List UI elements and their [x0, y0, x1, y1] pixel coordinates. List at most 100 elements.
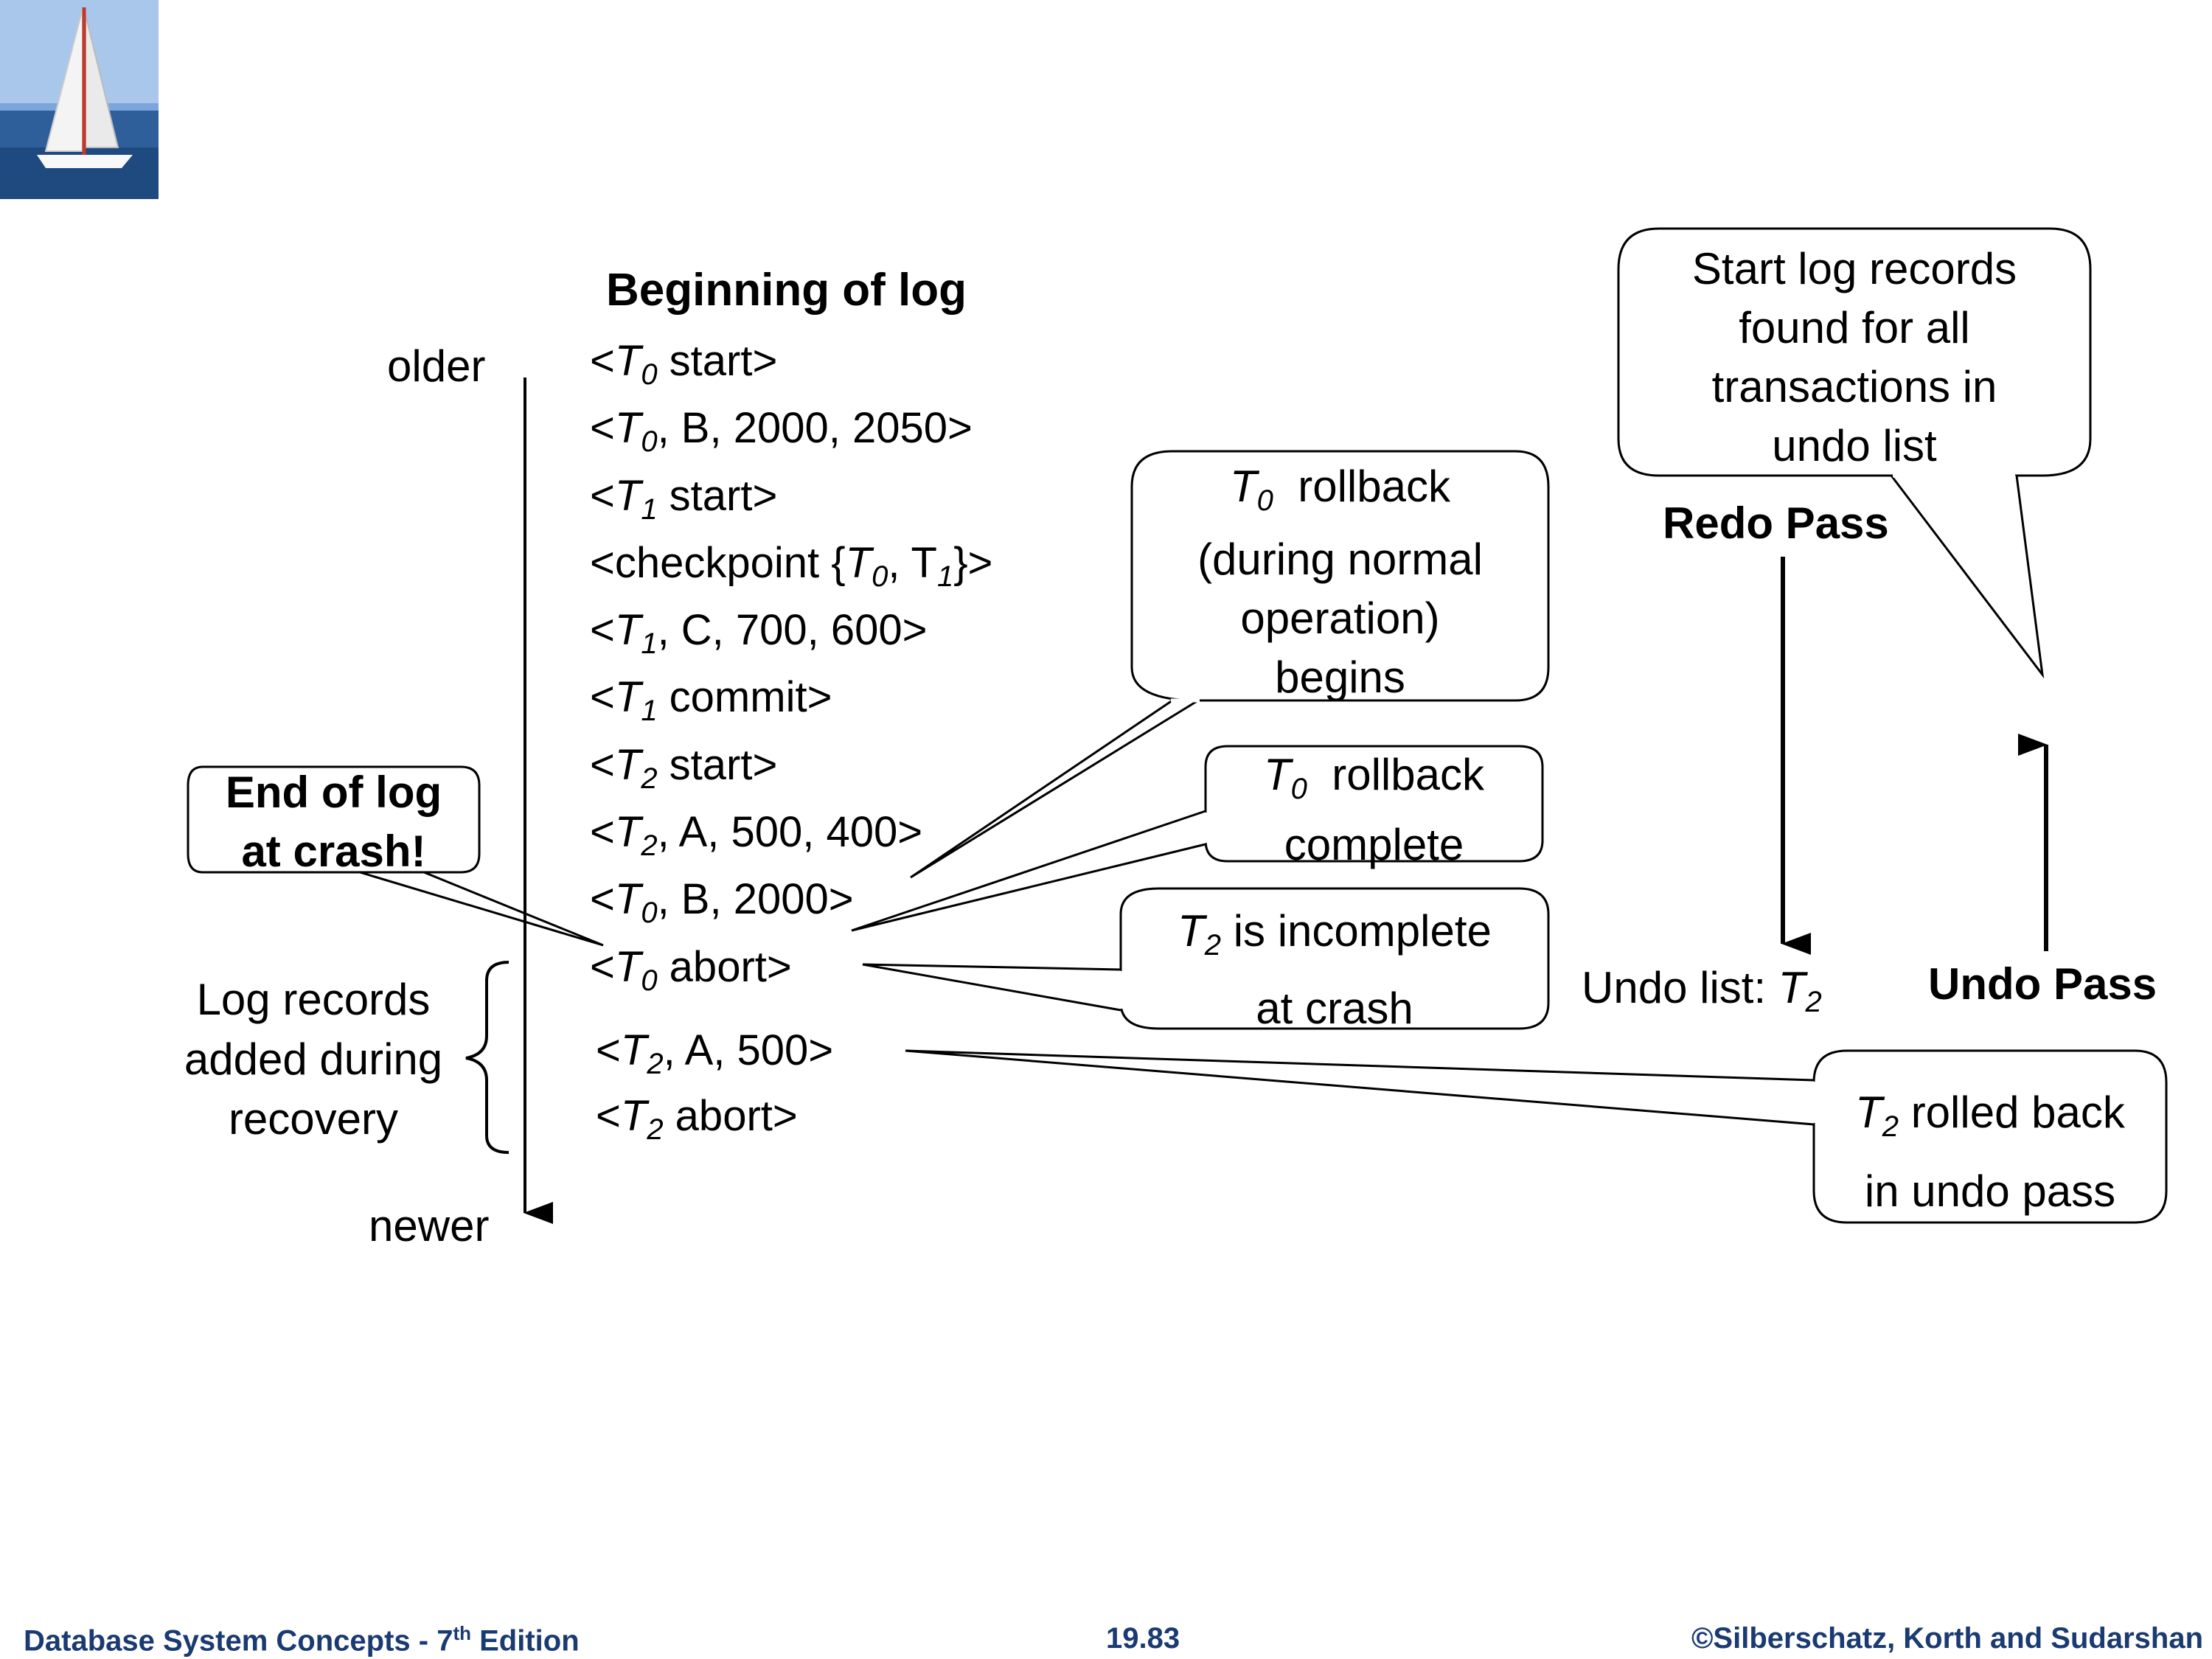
log-record: <T2, A, 500>	[596, 1018, 833, 1083]
log-record-pre: <	[596, 1026, 621, 1074]
log-record-sub: 1	[641, 695, 658, 728]
rollback-begins-T: T	[1230, 462, 1257, 511]
log-record-post: abort>	[657, 942, 792, 991]
footer-copyright: ©Silberschatz, Korth and Sudarshan	[1691, 1622, 2203, 1655]
rollback-complete-bubble	[1204, 745, 1544, 863]
t2-incomplete-sub: 2	[1204, 929, 1222, 961]
log-record: <T0 abort>	[590, 933, 992, 1001]
log-record-T: T	[614, 673, 641, 722]
log-record: <T2, A, 500, 400>	[590, 799, 992, 866]
t2-rolled-back-pointer	[905, 1049, 1815, 1126]
log-record-pre: <	[590, 740, 615, 789]
start-records-line1: Start log records	[1691, 244, 2017, 293]
log-record-T: T	[620, 1026, 647, 1074]
log-record-post: commit>	[657, 673, 832, 722]
log-record-pre: <checkpoint {	[590, 538, 846, 587]
end-of-log-bubble	[187, 765, 481, 874]
rollback-begins-text: T0 rollback (during normal operation) be…	[1132, 457, 1548, 707]
recovery-label-line1: Log records	[196, 975, 431, 1024]
log-record-pre: <	[590, 673, 615, 722]
t2-rolled-back-line2: in undo pass	[1864, 1166, 2116, 1216]
log-record: <T2 abort>	[596, 1083, 833, 1149]
older-label: older	[387, 341, 486, 391]
log-record-T: T	[614, 740, 641, 789]
log-record-pre: <	[596, 1092, 621, 1140]
start-records-line3: transactions in	[1711, 362, 1997, 411]
rollback-complete-line1: rollback	[1307, 750, 1484, 799]
t2-incomplete-line1: is incomplete	[1221, 906, 1492, 956]
t2-rolled-back-text: T2 rolled back in undo pass	[1814, 1080, 2166, 1223]
footer-book-title: Database System Concepts - 7	[24, 1624, 453, 1658]
log-record-sub: 0	[641, 425, 658, 459]
log-record-pre: <	[590, 942, 615, 991]
rollback-begins-line3: operation)	[1240, 594, 1440, 643]
rollback-begins-bubble	[1130, 450, 1550, 702]
newer-label: newer	[369, 1201, 490, 1251]
sailboat-logo	[0, 0, 159, 199]
t2-rolled-back-sub: 2	[1882, 1110, 1899, 1143]
start-records-line2: found for all	[1739, 303, 1970, 352]
log-record-sub: 0	[641, 897, 658, 930]
rollback-complete-sub: 0	[1290, 773, 1307, 805]
rollback-complete-text: T0 rollback complete	[1206, 747, 1543, 872]
log-record: <T0, B, 2000, 2050>	[590, 394, 992, 462]
log-record-pre: <	[590, 471, 615, 520]
log-record-pre: <	[590, 337, 615, 385]
log-record-sub: 1	[641, 493, 658, 526]
rollback-begins-line1: rollback	[1273, 462, 1450, 511]
log-record-post: , A, 500, 400>	[657, 808, 923, 857]
log-record-T: T	[614, 808, 641, 857]
rollback-begins-pointer	[910, 699, 1199, 879]
end-of-log-pointer	[359, 871, 604, 947]
log-record-sub: 2	[641, 830, 658, 863]
end-of-log-line1: End of log	[225, 768, 442, 817]
t2-incomplete-pointer	[862, 963, 1121, 1012]
log-record-post: start>	[657, 740, 778, 789]
end-of-log-line2: at crash!	[241, 827, 426, 876]
log-record-sub: 2	[641, 762, 658, 795]
t2-rolled-back-line1: rolled back	[1899, 1088, 2125, 1137]
t2-incomplete-bubble	[1119, 887, 1550, 1030]
log-record-post: , C, 700, 600>	[657, 606, 928, 655]
log-record: <T0, B, 2000>	[590, 866, 992, 933]
footer-left: Database System Concepts - 7th Edition	[24, 1622, 580, 1658]
log-record-T: T	[614, 875, 641, 924]
log-record-post: , T	[888, 538, 937, 587]
rollback-complete-line2: complete	[1284, 820, 1464, 869]
rollback-begins-line4: begins	[1275, 653, 1405, 702]
log-record-post: abort>	[663, 1092, 798, 1140]
log-record-pre: <	[590, 606, 615, 655]
recovery-brace	[465, 961, 509, 1154]
log-record-sub2: 1	[936, 560, 954, 593]
recovery-brace-label: Log records added during recovery	[159, 970, 468, 1149]
footer-sup: th	[453, 1622, 471, 1644]
start-records-bubble	[1617, 227, 2092, 477]
log-records-list: <T0 start><T0, B, 2000, 2050><T1 start><…	[590, 327, 992, 1001]
log-record-sub: 2	[647, 1113, 664, 1146]
log-record: <T1 commit>	[590, 664, 992, 731]
log-record-sub: 0	[872, 560, 888, 593]
log-record-T: T	[614, 337, 641, 385]
rollback-begins-sub: 0	[1256, 484, 1273, 517]
rollback-complete-T: T	[1264, 750, 1291, 799]
log-record-T: T	[614, 404, 641, 453]
log-record: <T1, C, 700, 600>	[590, 597, 992, 664]
recovery-records-list: <T2, A, 500><T2 abort>	[596, 1018, 833, 1149]
start-records-pointer	[1890, 475, 2045, 679]
log-record-T: T	[620, 1092, 647, 1140]
footer-page-number: 19.83	[1106, 1622, 1180, 1655]
end-of-log-text: End of log at crash!	[188, 763, 479, 881]
log-record-T: T	[845, 538, 872, 587]
log-record-pre: <	[590, 404, 615, 453]
log-record-T: T	[614, 606, 641, 655]
log-record: <T2 start>	[590, 731, 992, 799]
undo-list-T: T	[1778, 963, 1806, 1012]
log-heading: Beginning of log	[606, 265, 967, 316]
t2-rolled-back-T: T	[1855, 1088, 1882, 1137]
start-records-line4: undo list	[1772, 421, 1937, 470]
t2-incomplete-T: T	[1178, 906, 1205, 956]
log-record: <checkpoint {T0, T1}>	[590, 529, 992, 597]
log-record-T: T	[614, 942, 641, 991]
undo-list: Undo list: T2	[1582, 962, 1822, 1019]
